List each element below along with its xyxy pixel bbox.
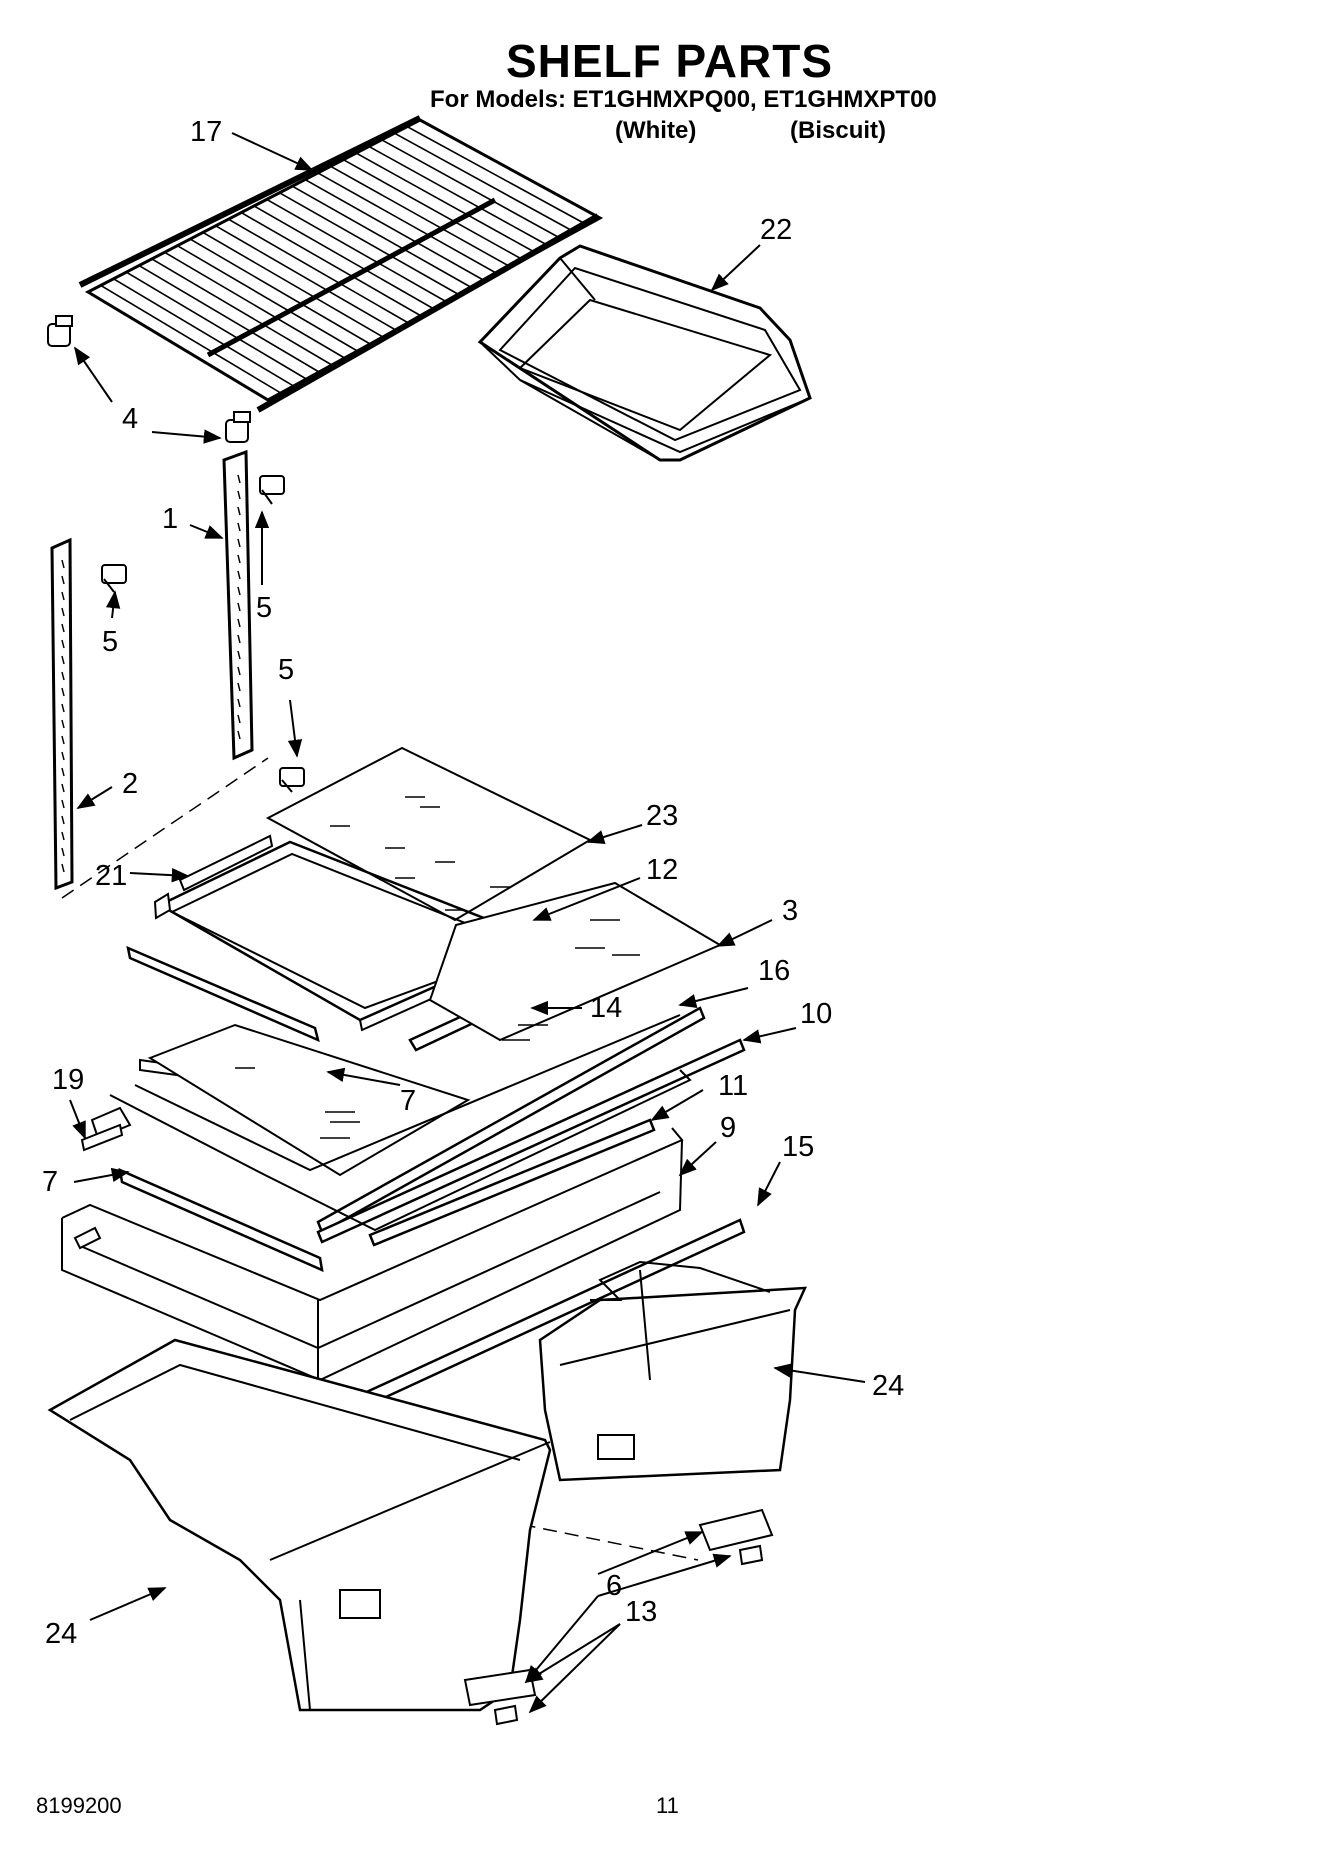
callout-11: 11 [718,1070,749,1102]
callout-15: 15 [782,1131,815,1163]
callout-19: 19 [52,1064,85,1096]
callout-5-left: 5 [102,626,119,658]
callout-9: 9 [720,1112,737,1144]
callout-12: 12 [646,854,679,886]
callout-10: 10 [800,998,833,1030]
glass-shelf-3 [428,881,723,1042]
shelf-support-stud-4 [47,315,251,443]
callout-14: 14 [590,992,623,1024]
variant-biscuit-label: (Biscuit) [790,117,886,144]
callout-7-lower: 7 [42,1166,59,1198]
callout-1: 1 [162,503,179,535]
callout-21: 21 [95,860,128,892]
shelf-rail-1 [222,449,254,761]
crisper-cover-frame [61,1123,746,1410]
variant-white-label: (White) [615,117,697,144]
callout-24-right: 24 [872,1370,905,1402]
shelf-rail-2 [50,537,74,891]
crisper-drawer-24-left [47,1338,552,1726]
callout-17: 17 [190,116,223,148]
callout-leaders [69,132,866,1714]
callout-4: 4 [122,403,139,435]
callout-7-upper: 7 [400,1085,417,1117]
document-number: 8199200 [36,1793,122,1818]
callout-22: 22 [760,214,793,246]
wire-shelf-17 [78,115,604,413]
callout-13: 13 [625,1596,658,1628]
callout-16: 16 [758,955,791,987]
callout-24-left: 24 [45,1618,78,1650]
page-title: SHELF PARTS [505,35,834,87]
storage-bin-22 [477,244,812,462]
crisper-drawer-24-right [538,1260,807,1566]
page-number: 11 [656,1793,679,1818]
glass-shelf-23 [265,746,593,922]
callout-5-upper: 5 [256,592,273,624]
callout-6: 6 [606,1570,623,1602]
callout-2: 2 [122,768,139,800]
callout-23: 23 [646,800,679,832]
callout-5-lower: 5 [278,654,295,686]
screw-5 [101,475,305,793]
shelf-frame-lower [90,1006,746,1247]
callout-3: 3 [782,895,799,927]
models-line: For Models: ET1GHMXPQ00, ET1GHMXPT00 [430,86,937,113]
